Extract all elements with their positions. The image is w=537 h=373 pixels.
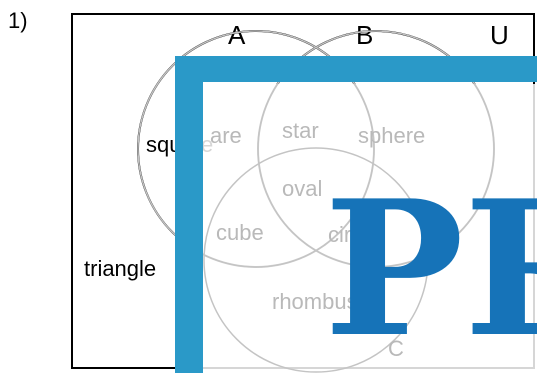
- set-label-c: C: [388, 336, 404, 361]
- element-a-only-tail: are: [210, 123, 242, 148]
- set-label-a: A: [228, 20, 246, 50]
- element-b-only: sphere: [358, 123, 425, 148]
- question-number: 1): [8, 8, 28, 33]
- frame-left-bar: [175, 56, 203, 373]
- element-a-and-b: star: [282, 118, 319, 143]
- faint-circles: [137, 30, 495, 373]
- element-all-three: oval: [282, 176, 322, 201]
- element-outside: triangle: [84, 256, 156, 281]
- faint-circle-c: [203, 147, 429, 373]
- watermark-text: PR: [324, 159, 537, 373]
- overlay-panel: [196, 84, 537, 373]
- faint-circle-b: [257, 30, 495, 268]
- set-label-b: B: [356, 20, 373, 50]
- faint-circle-a: [137, 30, 375, 268]
- element-b-and-c: circle: [328, 222, 379, 247]
- frame-top-bar: [175, 56, 537, 82]
- set-label-universal: U: [490, 20, 509, 50]
- element-a-and-c: cube: [216, 220, 264, 245]
- element-c-only: rhombus: [272, 289, 358, 314]
